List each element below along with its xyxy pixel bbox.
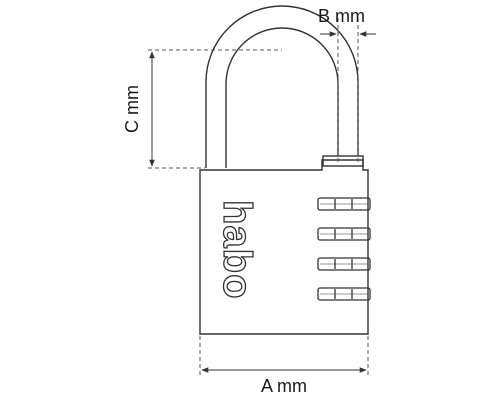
wheel-outline	[317, 227, 371, 241]
combination-wheel[interactable]	[317, 227, 371, 241]
wheel-outline	[317, 257, 371, 271]
wheel-outline	[317, 197, 371, 211]
shackle-outer-outline	[205, 5, 359, 168]
combination-wheels	[317, 197, 371, 301]
combination-wheel[interactable]	[317, 257, 371, 271]
combination-wheel[interactable]	[317, 197, 371, 211]
dimension-lines	[149, 31, 376, 373]
b-dimension-label: B mm	[318, 6, 365, 26]
shackle	[205, 5, 364, 168]
wheel-outline	[317, 287, 371, 301]
a-dimension-label: A mm	[261, 376, 307, 396]
c-dimension-label: C mm	[122, 85, 142, 133]
lock-body	[199, 159, 369, 335]
lock-body-outline	[199, 159, 369, 335]
shackle-inner-outline	[225, 27, 339, 168]
shackle-notch	[322, 155, 364, 167]
extension-lines	[148, 18, 369, 378]
combination-wheel[interactable]	[317, 287, 371, 301]
brand-logo: habo	[215, 200, 259, 300]
